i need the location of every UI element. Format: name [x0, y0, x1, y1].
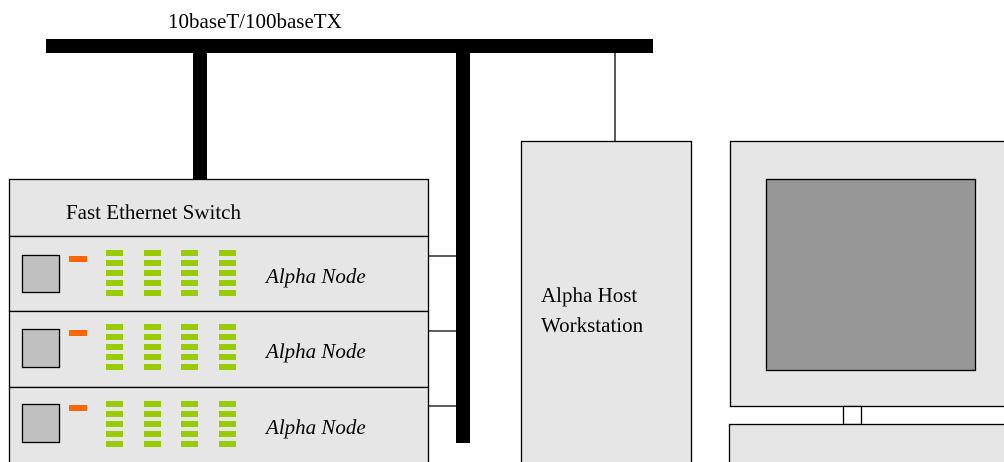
host-label-line1: Alpha Host — [541, 283, 637, 307]
alpha-host-workstation — [520, 140, 693, 462]
node-power-button — [21, 254, 61, 294]
port-led-group — [106, 324, 236, 370]
alpha-node: Alpha Node — [8, 310, 456, 389]
monitor-base — [728, 423, 1004, 462]
node-label: Alpha Node — [264, 264, 366, 288]
node-label: Alpha Node — [264, 339, 366, 363]
node-power-button — [21, 403, 61, 444]
alpha-node: Alpha Node — [8, 386, 456, 462]
alpha-node: Alpha Node — [8, 235, 456, 313]
status-led — [69, 256, 87, 262]
node-label: Alpha Node — [264, 415, 366, 439]
bus-label: 10baseT/100baseTX — [168, 9, 342, 33]
port-led-group — [106, 401, 236, 447]
host-label-line2: Workstation — [541, 313, 644, 337]
ethernet-bus — [46, 39, 653, 53]
node-trunk-cable — [456, 53, 470, 443]
monitor-stand — [842, 405, 863, 426]
monitor-screen — [765, 178, 977, 372]
node-power-button — [21, 328, 61, 369]
switch-uplink-cable — [193, 53, 207, 179]
port-led-group — [106, 250, 236, 296]
monitor-icon — [728, 140, 1004, 462]
status-led — [69, 405, 87, 411]
status-led — [69, 330, 87, 336]
switch-label: Fast Ethernet Switch — [66, 200, 241, 224]
